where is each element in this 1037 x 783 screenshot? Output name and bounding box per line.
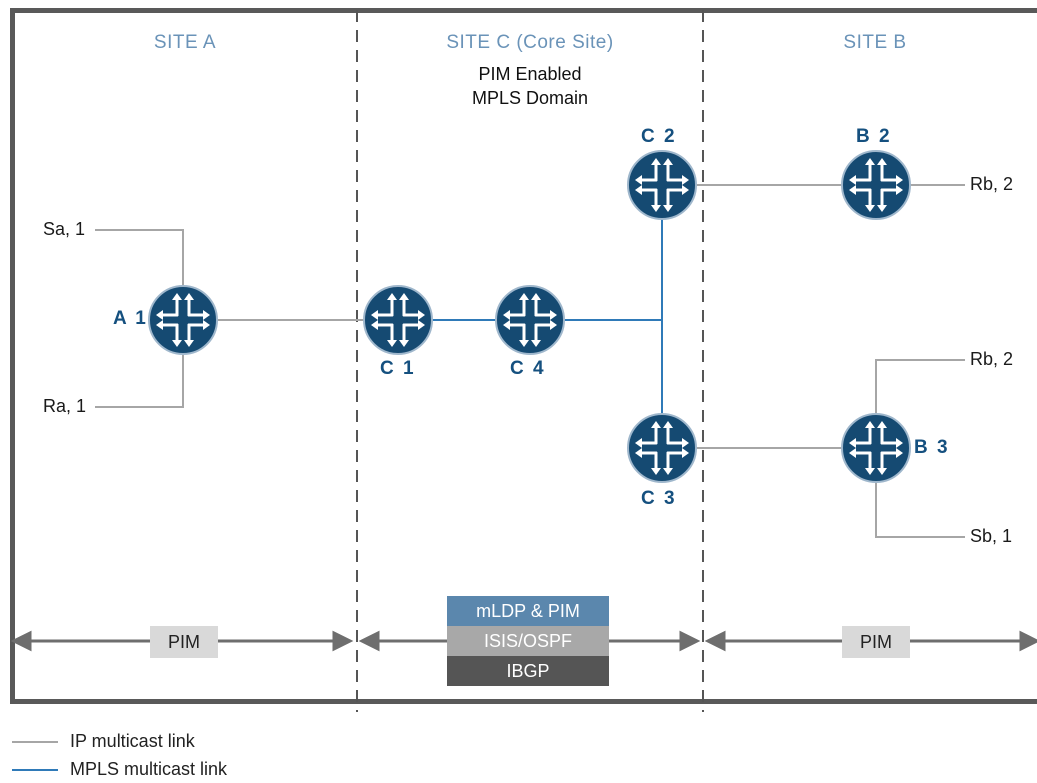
host-rb2-top: Rb, 2 xyxy=(970,174,1014,194)
host-rb2-mid: Rb, 2 xyxy=(970,349,1014,369)
site-c-title: SITE C (Core Site) xyxy=(446,32,614,53)
site-a-title: SITE A xyxy=(153,32,217,53)
router-b2-label: B 2 xyxy=(856,126,892,147)
router-c2-label: C 2 xyxy=(641,126,677,147)
proto-site-b: PIM xyxy=(842,626,910,658)
link-ra1-a1 xyxy=(95,350,184,408)
router-c3-label: C 3 xyxy=(641,488,677,509)
host-sb1: Sb, 1 xyxy=(970,526,1013,546)
router-c4-label: C 4 xyxy=(510,358,546,379)
router-c2[interactable] xyxy=(627,150,697,220)
router-a1-label: A 1 xyxy=(113,308,148,329)
host-sa1: Sa, 1 xyxy=(43,219,86,239)
router-c3[interactable] xyxy=(627,413,697,483)
proto-site-a: PIM xyxy=(150,626,218,658)
core-domain-label: PIM Enabled MPLS Domain xyxy=(430,62,630,110)
link-sa1-a1 xyxy=(95,229,184,290)
proto-core-top: mLDP & PIM xyxy=(447,596,609,626)
domain-line-1: PIM Enabled xyxy=(478,64,582,84)
link-b3-sb1 xyxy=(875,478,965,538)
link-b3-rb2 xyxy=(875,359,965,420)
host-ra1: Ra, 1 xyxy=(43,396,87,416)
site-b-title: SITE B xyxy=(843,32,907,53)
legend-mpls-label: MPLS multicast link xyxy=(70,759,228,779)
proto-core-mid: ISIS/OSPF xyxy=(447,626,609,656)
router-a1[interactable] xyxy=(148,285,218,355)
router-b3-label: B 3 xyxy=(914,437,950,458)
diagram-frame xyxy=(10,8,1037,704)
legend-ip-label: IP multicast link xyxy=(70,731,195,751)
domain-line-2: MPLS Domain xyxy=(471,88,589,108)
router-c4[interactable] xyxy=(495,285,565,355)
router-b2[interactable] xyxy=(841,150,911,220)
router-c1[interactable] xyxy=(363,285,433,355)
router-c1-label: C 1 xyxy=(380,358,416,379)
proto-core-bottom: IBGP xyxy=(447,656,609,686)
router-b3[interactable] xyxy=(841,413,911,483)
